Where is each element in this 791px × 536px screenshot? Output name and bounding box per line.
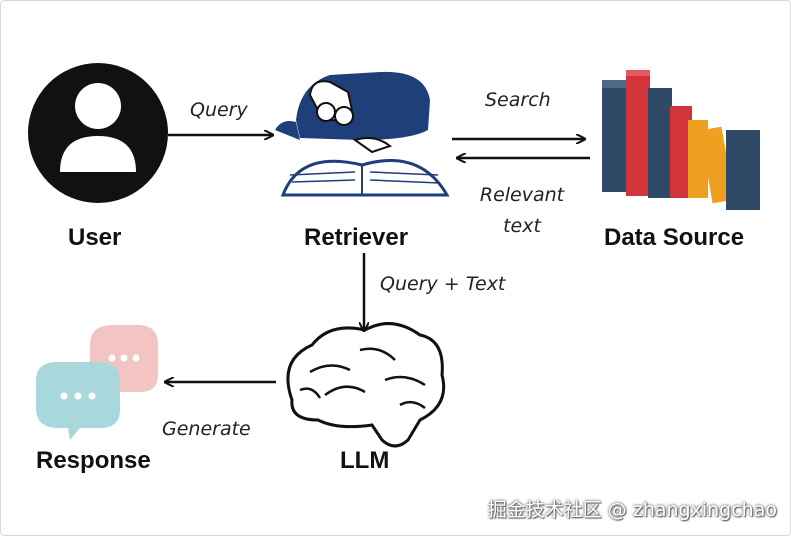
- retriever-label: Retriever: [304, 224, 409, 251]
- reader-with-book-icon: [275, 71, 450, 197]
- relevant-text-edge-label: Relevant text: [472, 180, 572, 242]
- response-label: Response: [36, 447, 151, 474]
- llm-label: LLM: [340, 447, 390, 474]
- books-stack-icon: [602, 70, 760, 210]
- relevant-text-line1: Relevant: [479, 184, 565, 206]
- relevant-text-line2: text: [503, 215, 541, 237]
- generate-edge-label: Generate: [162, 418, 251, 440]
- user-avatar-icon: [28, 63, 168, 203]
- chat-bubbles-icon: [36, 325, 158, 440]
- data-source-label: Data Source: [604, 224, 745, 251]
- brain-icon: [286, 322, 446, 448]
- watermark-text: 掘金技术社区 @ zhangxingchao: [487, 499, 777, 521]
- user-label: User: [68, 224, 122, 251]
- query-plus-text-edge-label: Query + Text: [380, 273, 506, 295]
- search-edge-label: Search: [485, 89, 551, 111]
- query-edge-label: Query: [190, 99, 248, 121]
